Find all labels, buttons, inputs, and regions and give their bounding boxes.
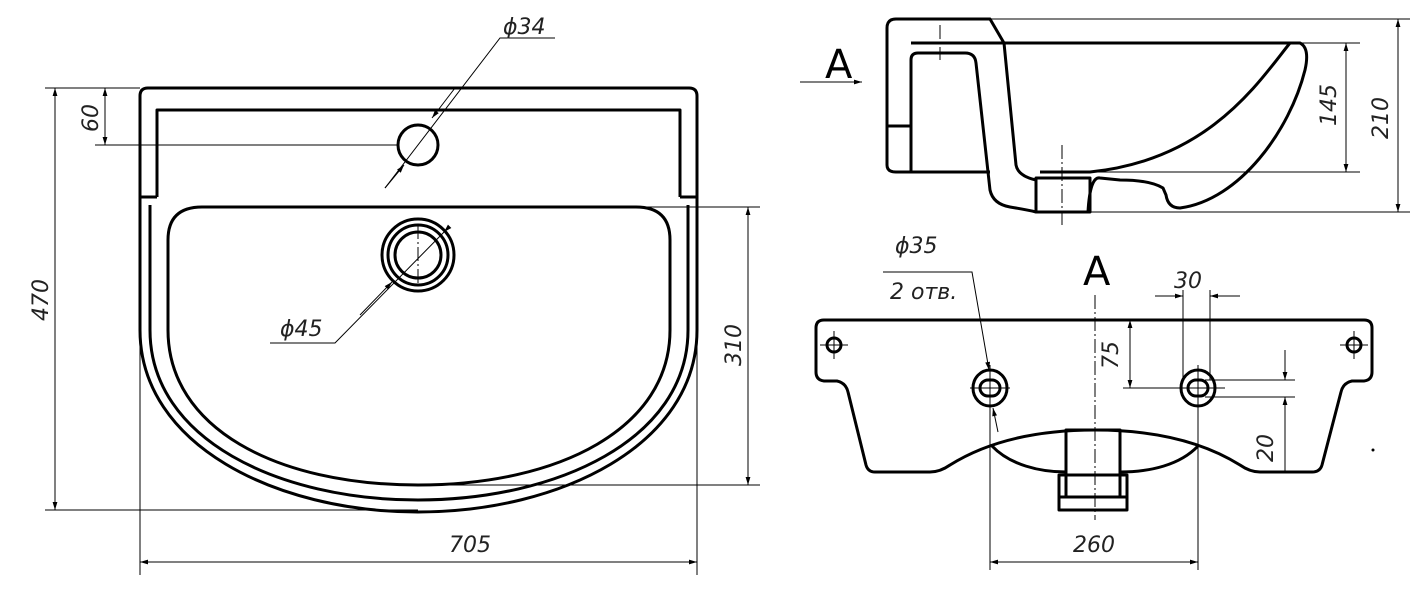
bowl-inner <box>166 205 672 487</box>
tap-hole-diameter-label: ϕ34 <box>503 15 546 40</box>
hole-diameter-label: ϕ35 <box>895 234 938 259</box>
view-a-title: A <box>1083 249 1111 295</box>
side-view: A 145 210 <box>800 17 1410 228</box>
dim-height-label: 470 <box>29 279 54 321</box>
drain-diameter-label: ϕ45 <box>280 317 323 342</box>
view-marker-a: A <box>825 42 853 88</box>
front-view: 470 60 310 705 ϕ34 ϕ45 <box>29 15 760 575</box>
dim-bowl-depth-label: 310 <box>722 324 747 366</box>
sink-outline <box>138 86 699 514</box>
hole-count-label: 2 отв. <box>890 280 957 305</box>
bowl-rim <box>148 205 690 502</box>
dim-260-label: 260 <box>1073 533 1115 558</box>
dim-145-label: 145 <box>1317 84 1342 126</box>
view-a-drain <box>1064 428 1122 499</box>
dim-30-label: 30 <box>1174 269 1202 294</box>
dim-tap-offset-label: 60 <box>79 104 104 132</box>
view-a: A 30 75 20 260 ϕ35 2 отв. <box>814 234 1375 570</box>
side-outline <box>885 17 1037 214</box>
dim-20-label: 20 <box>1254 434 1279 462</box>
dim-width-label: 705 <box>449 533 491 558</box>
dim-210-label: 210 <box>1369 97 1394 139</box>
back-ledge <box>140 108 697 199</box>
view-a-outline <box>814 318 1374 474</box>
side-drain <box>1034 176 1092 214</box>
dim-75-label: 75 <box>1099 341 1124 369</box>
drain-outer <box>380 217 456 293</box>
